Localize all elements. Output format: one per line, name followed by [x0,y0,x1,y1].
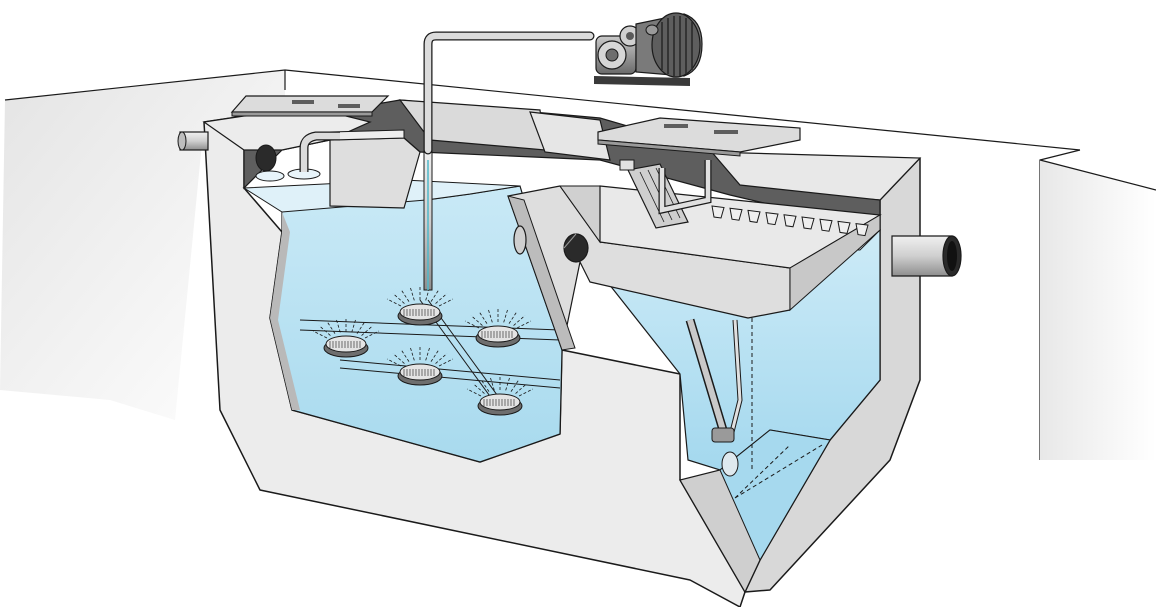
ground-surface [0,69,1156,460]
weir-tooth [729,207,743,221]
inlet-pipe [177,131,340,182]
air-diffusers [312,286,534,416]
weir-tooth [819,218,833,232]
access-cover-right [597,117,801,157]
air-diffuser [386,286,454,326]
weir-tooth [837,220,851,234]
weir-tooth [711,205,725,219]
weir-tooth [783,214,797,228]
effluent-weir [711,205,869,237]
weir-tooth [801,216,815,230]
blower-motor [594,12,703,86]
air-diffuser [312,318,380,358]
blower-supply-pipe [423,31,595,155]
access-cover-left [230,95,390,117]
weir-tooth [855,223,869,237]
weir-tooth [765,212,779,226]
transfer-pipe [513,225,589,263]
air-diffuser [466,376,534,416]
weir-tooth [747,209,761,223]
air-diffuser [464,308,532,348]
outlet-pipe [891,235,962,277]
air-diffuser [386,346,454,386]
air-drop-pipe [423,149,433,291]
sludge-return-pipe [658,160,743,477]
